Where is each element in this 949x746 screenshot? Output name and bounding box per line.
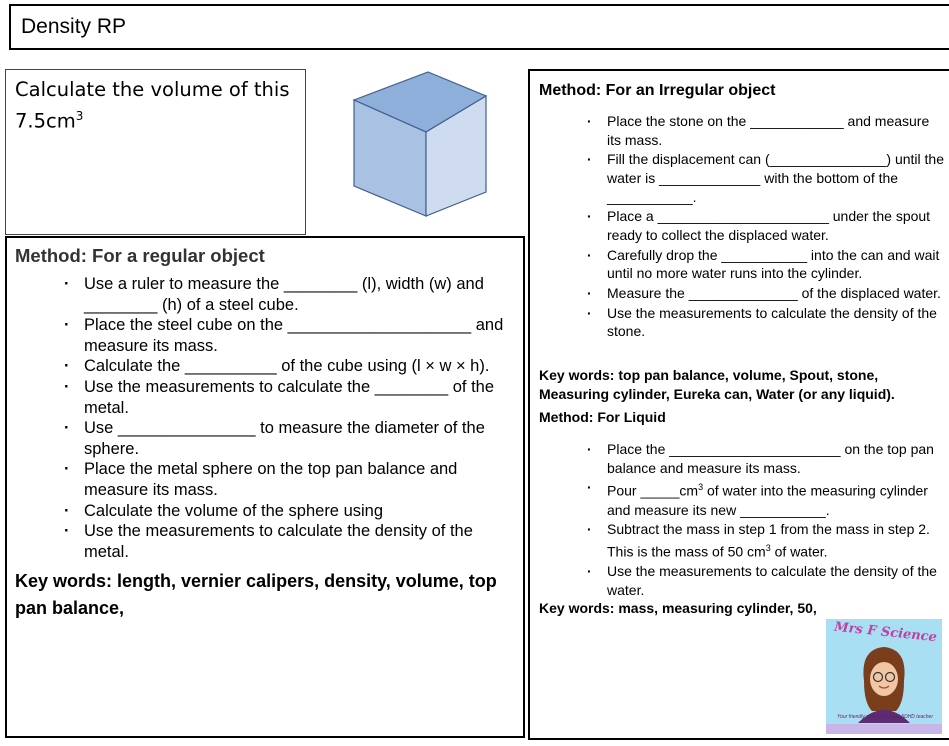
- list-item: Subtract the mass in step 1 from the mas…: [587, 520, 944, 561]
- regular-steps-list: Use a ruler to measure the ________ (l),…: [64, 274, 519, 562]
- list-item: Place the metal sphere on the top pan ba…: [64, 459, 519, 500]
- regular-object-method: Method: For a regular object Use a ruler…: [5, 236, 525, 738]
- list-item: Pour _____cm3 of water into the measurin…: [587, 478, 944, 519]
- irregular-steps-list: Place the stone on the ____________ and …: [587, 112, 944, 342]
- list-item: Use the measurements to calculate the de…: [587, 304, 944, 341]
- cube-image: [352, 71, 488, 217]
- list-item: Measure the ______________ of the displa…: [587, 284, 944, 303]
- title-bar: Density RP: [9, 4, 949, 50]
- list-item: Place a ______________________ under the…: [587, 207, 944, 244]
- liquid-steps-list: Place the ______________________ on the …: [587, 440, 944, 601]
- list-item: Use a ruler to measure the ________ (l),…: [64, 274, 519, 315]
- list-item: Place the stone on the ____________ and …: [587, 112, 944, 149]
- regular-heading: Method: For a regular object: [15, 245, 265, 266]
- list-item: Carefully drop the ___________ into the …: [587, 246, 944, 283]
- irregular-keywords: Key words: top pan balance, volume, Spou…: [539, 367, 895, 402]
- liquid-heading: Method: For Liquid: [539, 409, 666, 425]
- list-item: Use the measurements to calculate the de…: [64, 521, 519, 562]
- list-item: Fill the displacement can (_____________…: [587, 150, 944, 206]
- calculate-volume-box: Calculate the volume of this 7.5cm3: [5, 69, 306, 235]
- teacher-avatar-icon: [858, 647, 910, 723]
- list-item: Calculate the volume of the sphere using: [64, 501, 519, 522]
- mrs-f-science-logo: Mrs F Science Your friendly neighbourhoo…: [826, 619, 942, 734]
- regular-keywords: Key words: length, vernier calipers, den…: [15, 571, 497, 618]
- irregular-heading: Method: For an Irregular object: [539, 82, 776, 99]
- list-item: Place the ______________________ on the …: [587, 440, 944, 477]
- list-item: Place the steel cube on the ____________…: [64, 315, 519, 356]
- page-title: Density RP: [21, 15, 127, 38]
- step-sup: 3: [698, 482, 704, 493]
- step-text: Subtract the mass in step 1 from the mas…: [607, 521, 930, 560]
- cube-right-face: [425, 94, 487, 217]
- calc-value: 7.5cm: [15, 109, 76, 133]
- step-text: Pour _____cm: [607, 483, 699, 500]
- list-item: Use the measurements to calculate the __…: [64, 377, 519, 418]
- calc-prompt: Calculate the volume of this: [15, 78, 290, 101]
- step-sup: 3: [765, 543, 771, 553]
- calc-sup: 3: [75, 109, 84, 123]
- list-item: Calculate the __________ of the cube usi…: [64, 356, 519, 377]
- list-item: Use _______________ to measure the diame…: [64, 418, 519, 459]
- step-text: of water into the measuring cylinder and…: [607, 483, 928, 518]
- liquid-keywords: Key words: mass, measuring cylinder, 50,: [539, 600, 817, 616]
- calc-text: Calculate the volume of this 7.5cm3: [15, 76, 295, 135]
- logo-stripe: [826, 724, 942, 734]
- list-item: Use the measurements to calculate the de…: [587, 562, 944, 599]
- step-text: of water.: [770, 543, 828, 560]
- logo-tagline: Your friendly neighbourhood ADHD teacher: [837, 714, 933, 720]
- irregular-liquid-method: Method: For an Irregular object Place th…: [528, 69, 949, 740]
